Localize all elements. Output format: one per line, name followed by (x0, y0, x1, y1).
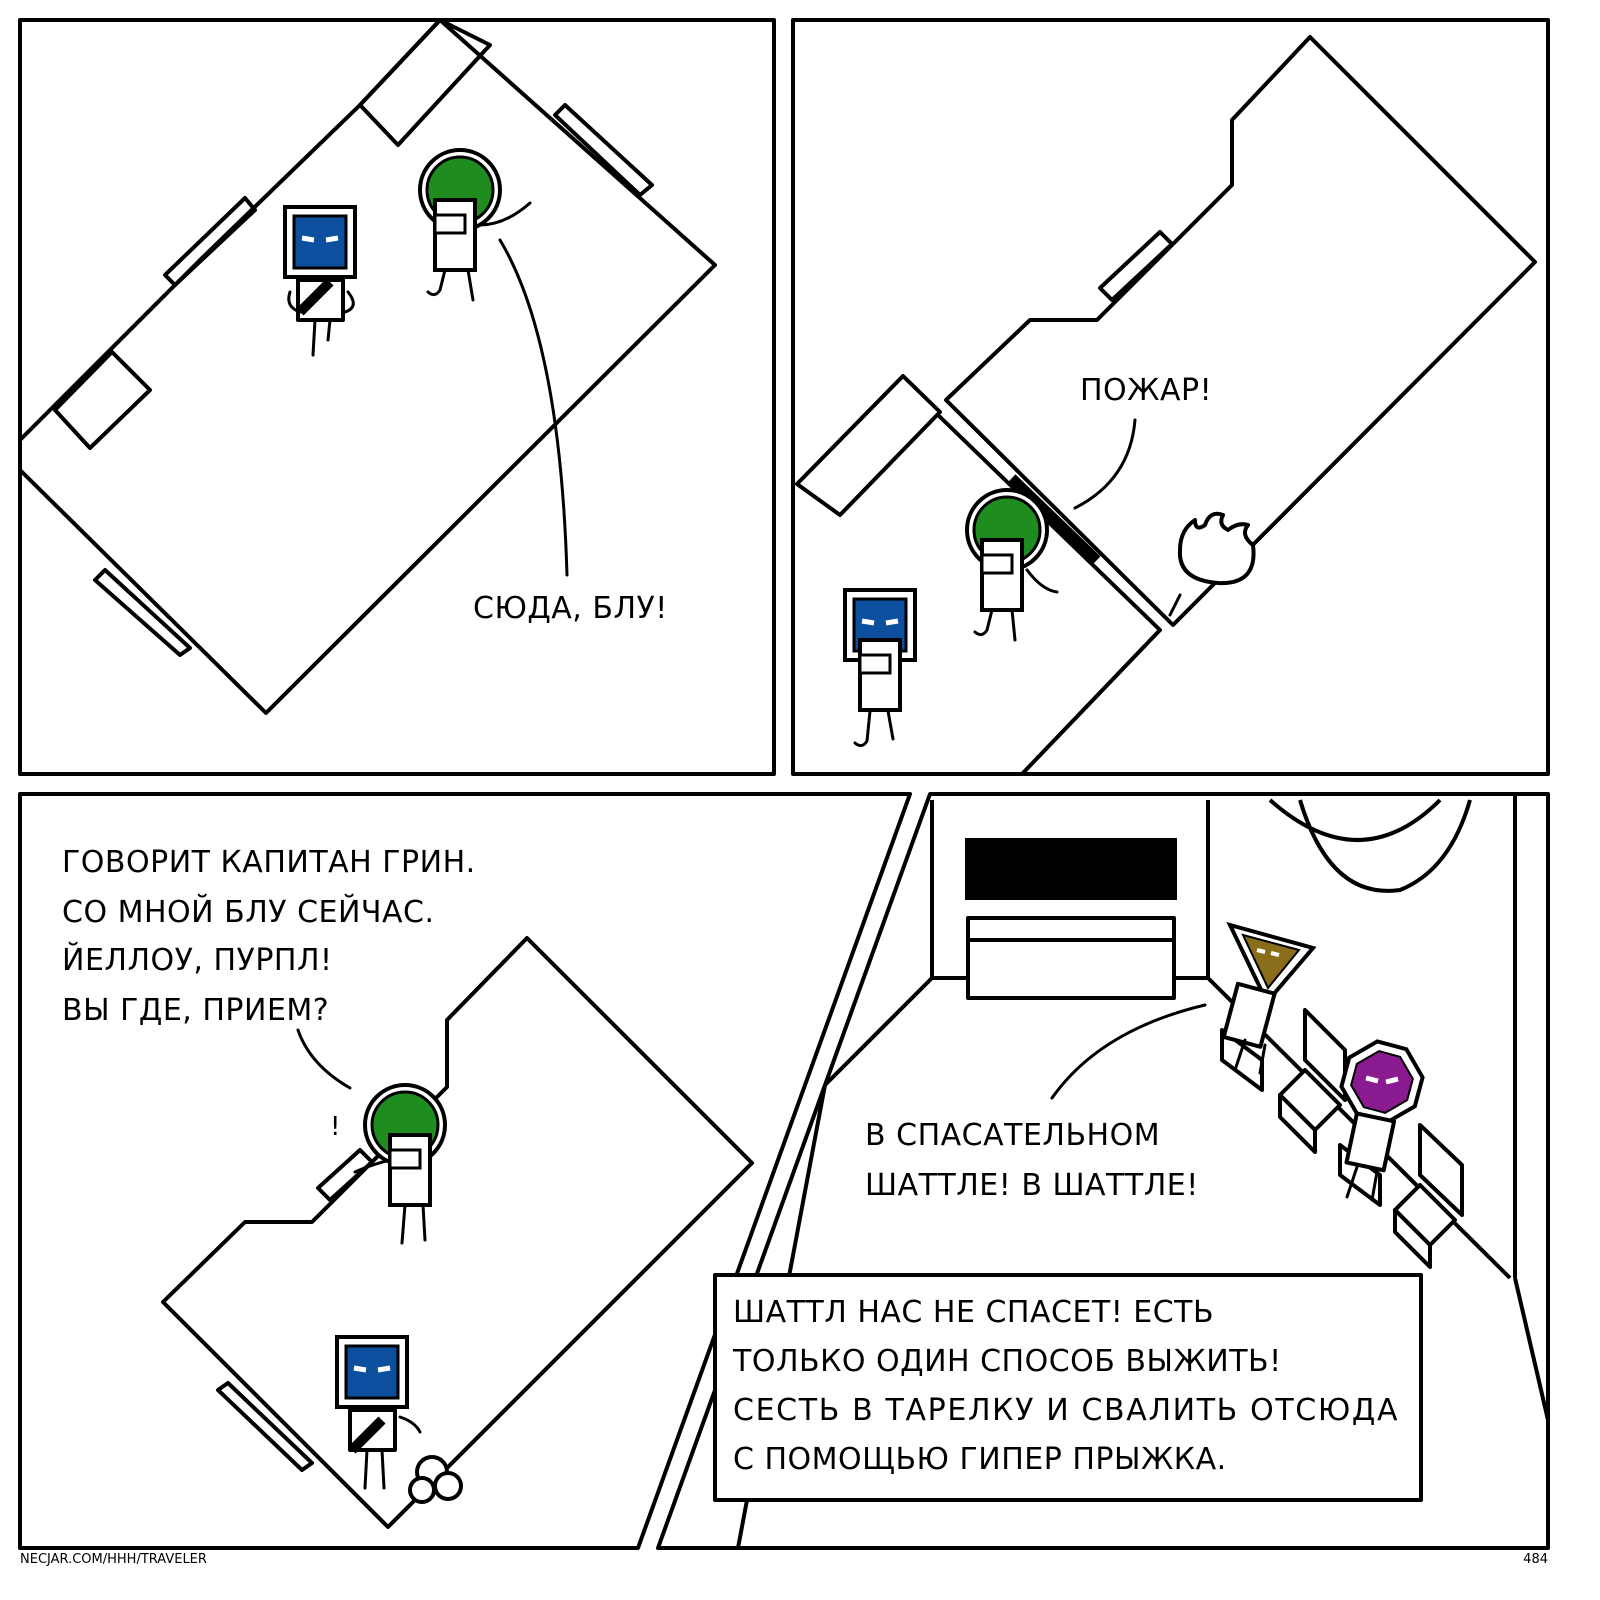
panel-4: В СПАСАТЕЛЬНОМ ШАТТЛЕ! В ШАТТЛЕ! ШАТТЛ Н… (656, 792, 1550, 1550)
speech-text: СЮДА, БЛУ! (473, 591, 668, 626)
page-number: 484 (1523, 1552, 1548, 1567)
panel-2: ПОЖАР! (791, 18, 1550, 776)
green-character (418, 148, 532, 302)
speech-text: ПОЖАР! (1080, 373, 1212, 408)
blue-character (845, 590, 915, 748)
svg-text:!: ! (330, 1112, 340, 1142)
speech-line: ШАТТЛЕ! В ШАТТЛЕ! (865, 1168, 1199, 1203)
caption-line: С ПОМОЩЬЮ ГИПЕР ПРЫЖКА. (733, 1442, 1227, 1477)
caption-box: ШАТТЛ НАС НЕ СПАСЕТ! ЕСТЬ ТОЛЬКО ОДИН СП… (713, 1273, 1423, 1502)
speech-line: СО МНОЙ БЛУ СЕЙЧАС. (62, 894, 435, 930)
room-floor (161, 936, 754, 1529)
yellow-character (1221, 921, 1317, 1075)
console (966, 916, 1176, 1000)
caption-line: СЕСТЬ В ТАРЕЛКУ И СВАЛИТЬ ОТСЮДА (733, 1393, 1398, 1428)
screen (965, 838, 1177, 900)
caption-line: ТОЛЬКО ОДИН СПОСОБ ВЫЖИТЬ! (732, 1344, 1282, 1379)
caption-line: ШАТТЛ НАС НЕ СПАСЕТ! ЕСТЬ (733, 1295, 1214, 1330)
panel-3: ! ГОВОРИТ КАПИТАН ГРИН. СО МНОЙ БЛУ СЕЙЧ… (18, 792, 912, 1550)
panel-1: СЮДА, БЛУ! (18, 18, 776, 776)
seats (1220, 1008, 1464, 1269)
speech-block: ГОВОРИТ КАПИТАН ГРИН. СО МНОЙ БЛУ СЕЙЧАС… (62, 845, 476, 1028)
purple-character (1339, 1039, 1425, 1202)
blue-character (337, 1337, 422, 1490)
blue-character (285, 207, 355, 357)
speech-line: В СПАСАТЕЛЬНОМ (865, 1118, 1160, 1153)
speech-line: ВЫ ГДЕ, ПРИЕМ? (62, 993, 329, 1028)
smoke-cloud (408, 1455, 463, 1504)
room-floor (18, 18, 717, 715)
fire-icon (1177, 511, 1256, 586)
speech-line: ЙЕЛЛОУ, ПУРПЛ! (62, 942, 333, 978)
green-character (353, 1083, 447, 1245)
speech-line: ГОВОРИТ КАПИТАН ГРИН. (62, 845, 476, 880)
footer-url[interactable]: NECJAR.COM/HHH/TRAVELER (20, 1552, 207, 1567)
room-floor (944, 35, 1537, 627)
green-character (965, 488, 1059, 642)
